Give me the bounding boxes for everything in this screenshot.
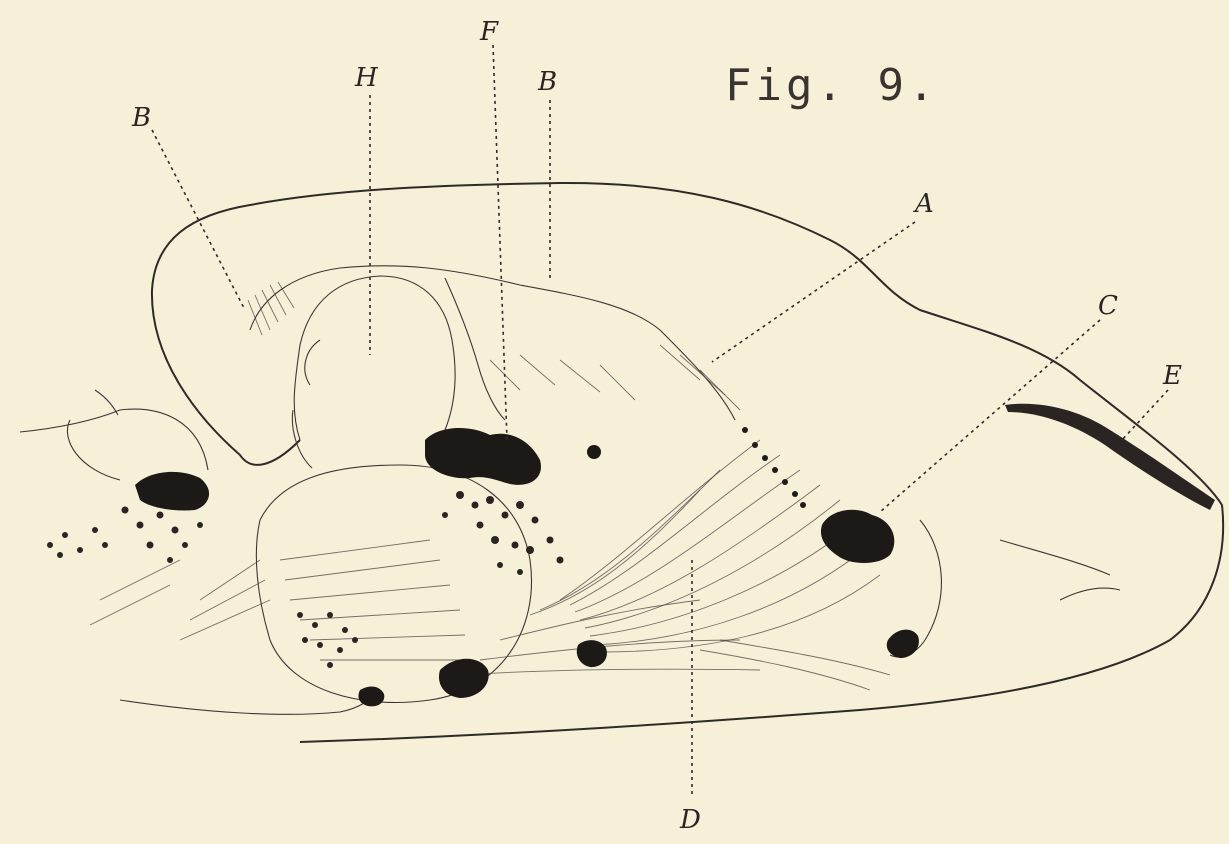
dotted-tract <box>742 427 806 508</box>
upper-inner-contour <box>250 266 735 420</box>
callosum-band <box>445 278 505 420</box>
label-h: H <box>354 63 379 93</box>
right-lobe-marks <box>1000 540 1120 600</box>
leader-f <box>493 45 507 440</box>
surface-band-e <box>1005 404 1215 510</box>
lesion-base <box>358 687 384 707</box>
lesion-c <box>821 510 894 563</box>
label-e: E <box>1162 361 1182 391</box>
lesion-dot <box>587 445 601 459</box>
leader-e <box>1122 390 1168 440</box>
lesion-f <box>425 428 541 485</box>
olfactory-outline <box>20 390 208 480</box>
lesion-cerebellar <box>887 630 919 658</box>
hippocampus-loop <box>294 276 455 440</box>
label-f: F <box>479 17 499 47</box>
lesions <box>135 428 919 706</box>
label-a: A <box>913 189 934 219</box>
base-contour <box>120 690 380 714</box>
lesion-upper-left <box>135 472 209 511</box>
label-c: C <box>1098 291 1118 321</box>
label-b-left: B <box>131 103 151 133</box>
lesion-small-mid <box>577 640 607 667</box>
brain-outline <box>152 183 1223 742</box>
label-d: D <box>679 805 701 835</box>
leader-a <box>712 222 915 362</box>
label-b-top: B <box>537 67 557 97</box>
pons-hatching <box>90 540 465 660</box>
figure-title: Fig. 9. <box>725 60 938 111</box>
hippocampus-inner-fold <box>292 340 320 468</box>
speckle-clusters <box>47 491 564 668</box>
lesion-lower-mid <box>439 659 489 698</box>
